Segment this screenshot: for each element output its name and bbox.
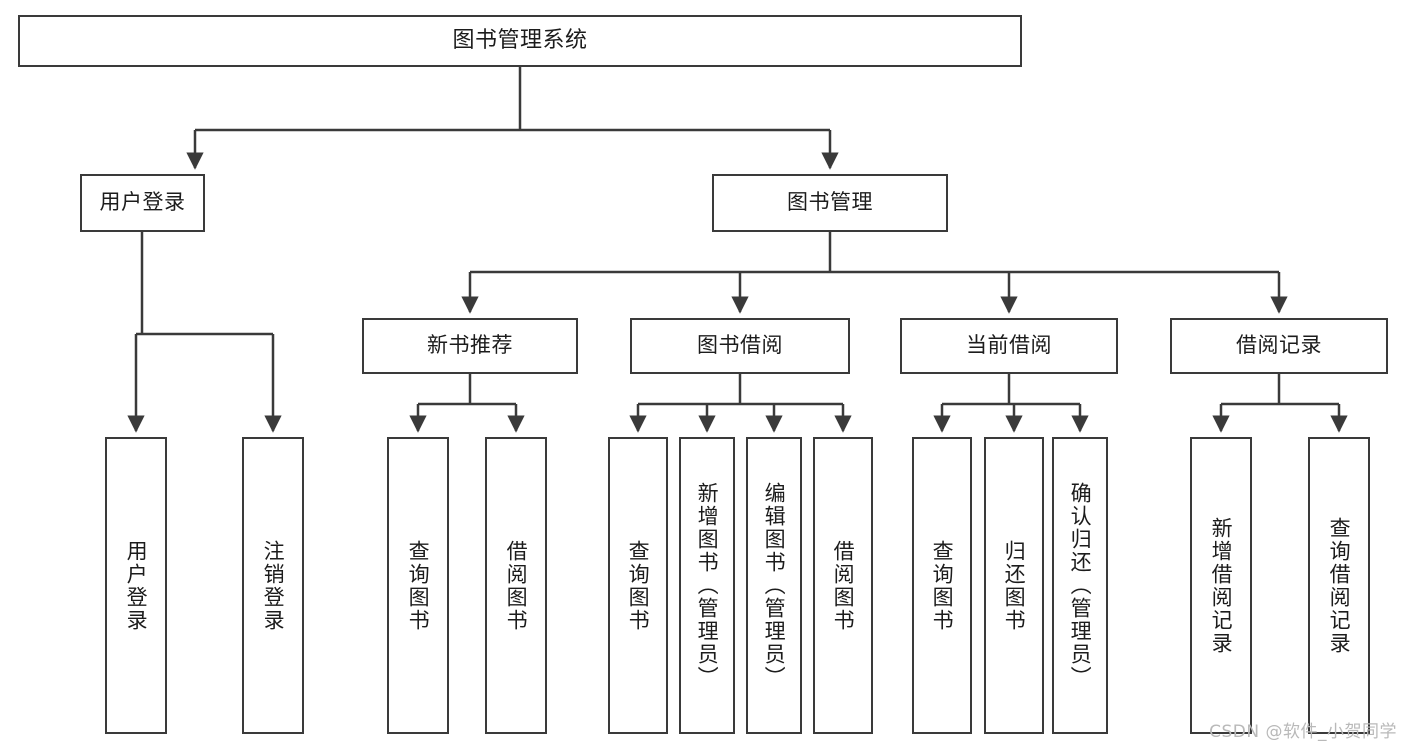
node-leaf-return-book-label: 归还图书 <box>1002 539 1027 632</box>
node-leaf-logout-label: 注销登录 <box>261 539 286 632</box>
node-borrow-record[interactable]: 借阅记录 <box>1170 318 1388 374</box>
node-leaf-borrow-book-1[interactable]: 借阅图书 <box>485 437 547 734</box>
node-leaf-confirm-return-admin[interactable]: 确认归还（管理员） <box>1052 437 1108 734</box>
node-leaf-add-book-admin[interactable]: 新增图书（管理员） <box>679 437 735 734</box>
node-leaf-query-borrow-record-label: 查询借阅记录 <box>1327 516 1352 655</box>
node-root[interactable]: 图书管理系统 <box>18 15 1022 67</box>
node-leaf-add-borrow-record[interactable]: 新增借阅记录 <box>1190 437 1252 734</box>
csdn-watermark: CSDN @软件_小贺同学 <box>1209 722 1397 742</box>
node-book-management[interactable]: 图书管理 <box>712 174 948 232</box>
node-leaf-borrow-book-2[interactable]: 借阅图书 <box>813 437 873 734</box>
node-book-borrow-label: 图书借阅 <box>697 333 783 358</box>
node-leaf-logout[interactable]: 注销登录 <box>242 437 304 734</box>
node-leaf-confirm-return-admin-label: 确认归还（管理员） <box>1068 482 1093 689</box>
node-leaf-query-book-3[interactable]: 查询图书 <box>912 437 972 734</box>
node-leaf-query-borrow-record[interactable]: 查询借阅记录 <box>1308 437 1370 734</box>
node-user-login[interactable]: 用户登录 <box>80 174 205 232</box>
node-leaf-return-book[interactable]: 归还图书 <box>984 437 1044 734</box>
node-borrow-record-label: 借阅记录 <box>1236 333 1322 358</box>
node-current-borrow[interactable]: 当前借阅 <box>900 318 1118 374</box>
node-leaf-borrow-book-1-label: 借阅图书 <box>504 539 529 632</box>
node-leaf-query-book-1-label: 查询图书 <box>406 539 431 632</box>
node-leaf-query-book-2[interactable]: 查询图书 <box>608 437 668 734</box>
node-leaf-borrow-book-2-label: 借阅图书 <box>831 539 856 632</box>
node-leaf-user-login-label: 用户登录 <box>124 539 149 632</box>
node-leaf-query-book-2-label: 查询图书 <box>626 539 651 632</box>
node-user-login-label: 用户登录 <box>99 190 186 215</box>
node-leaf-edit-book-admin-label: 编辑图书（管理员） <box>762 482 787 689</box>
node-leaf-edit-book-admin[interactable]: 编辑图书（管理员） <box>746 437 802 734</box>
node-leaf-query-book-1[interactable]: 查询图书 <box>387 437 449 734</box>
node-leaf-add-borrow-record-label: 新增借阅记录 <box>1209 516 1234 655</box>
node-new-book-recommend-label: 新书推荐 <box>427 333 513 358</box>
node-leaf-add-book-admin-label: 新增图书（管理员） <box>695 482 720 689</box>
node-current-borrow-label: 当前借阅 <box>966 333 1052 358</box>
node-book-borrow[interactable]: 图书借阅 <box>630 318 850 374</box>
node-leaf-query-book-3-label: 查询图书 <box>930 539 955 632</box>
node-root-label: 图书管理系统 <box>452 27 588 53</box>
node-leaf-user-login[interactable]: 用户登录 <box>105 437 167 734</box>
node-book-management-label: 图书管理 <box>787 190 873 215</box>
node-new-book-recommend[interactable]: 新书推荐 <box>362 318 578 374</box>
